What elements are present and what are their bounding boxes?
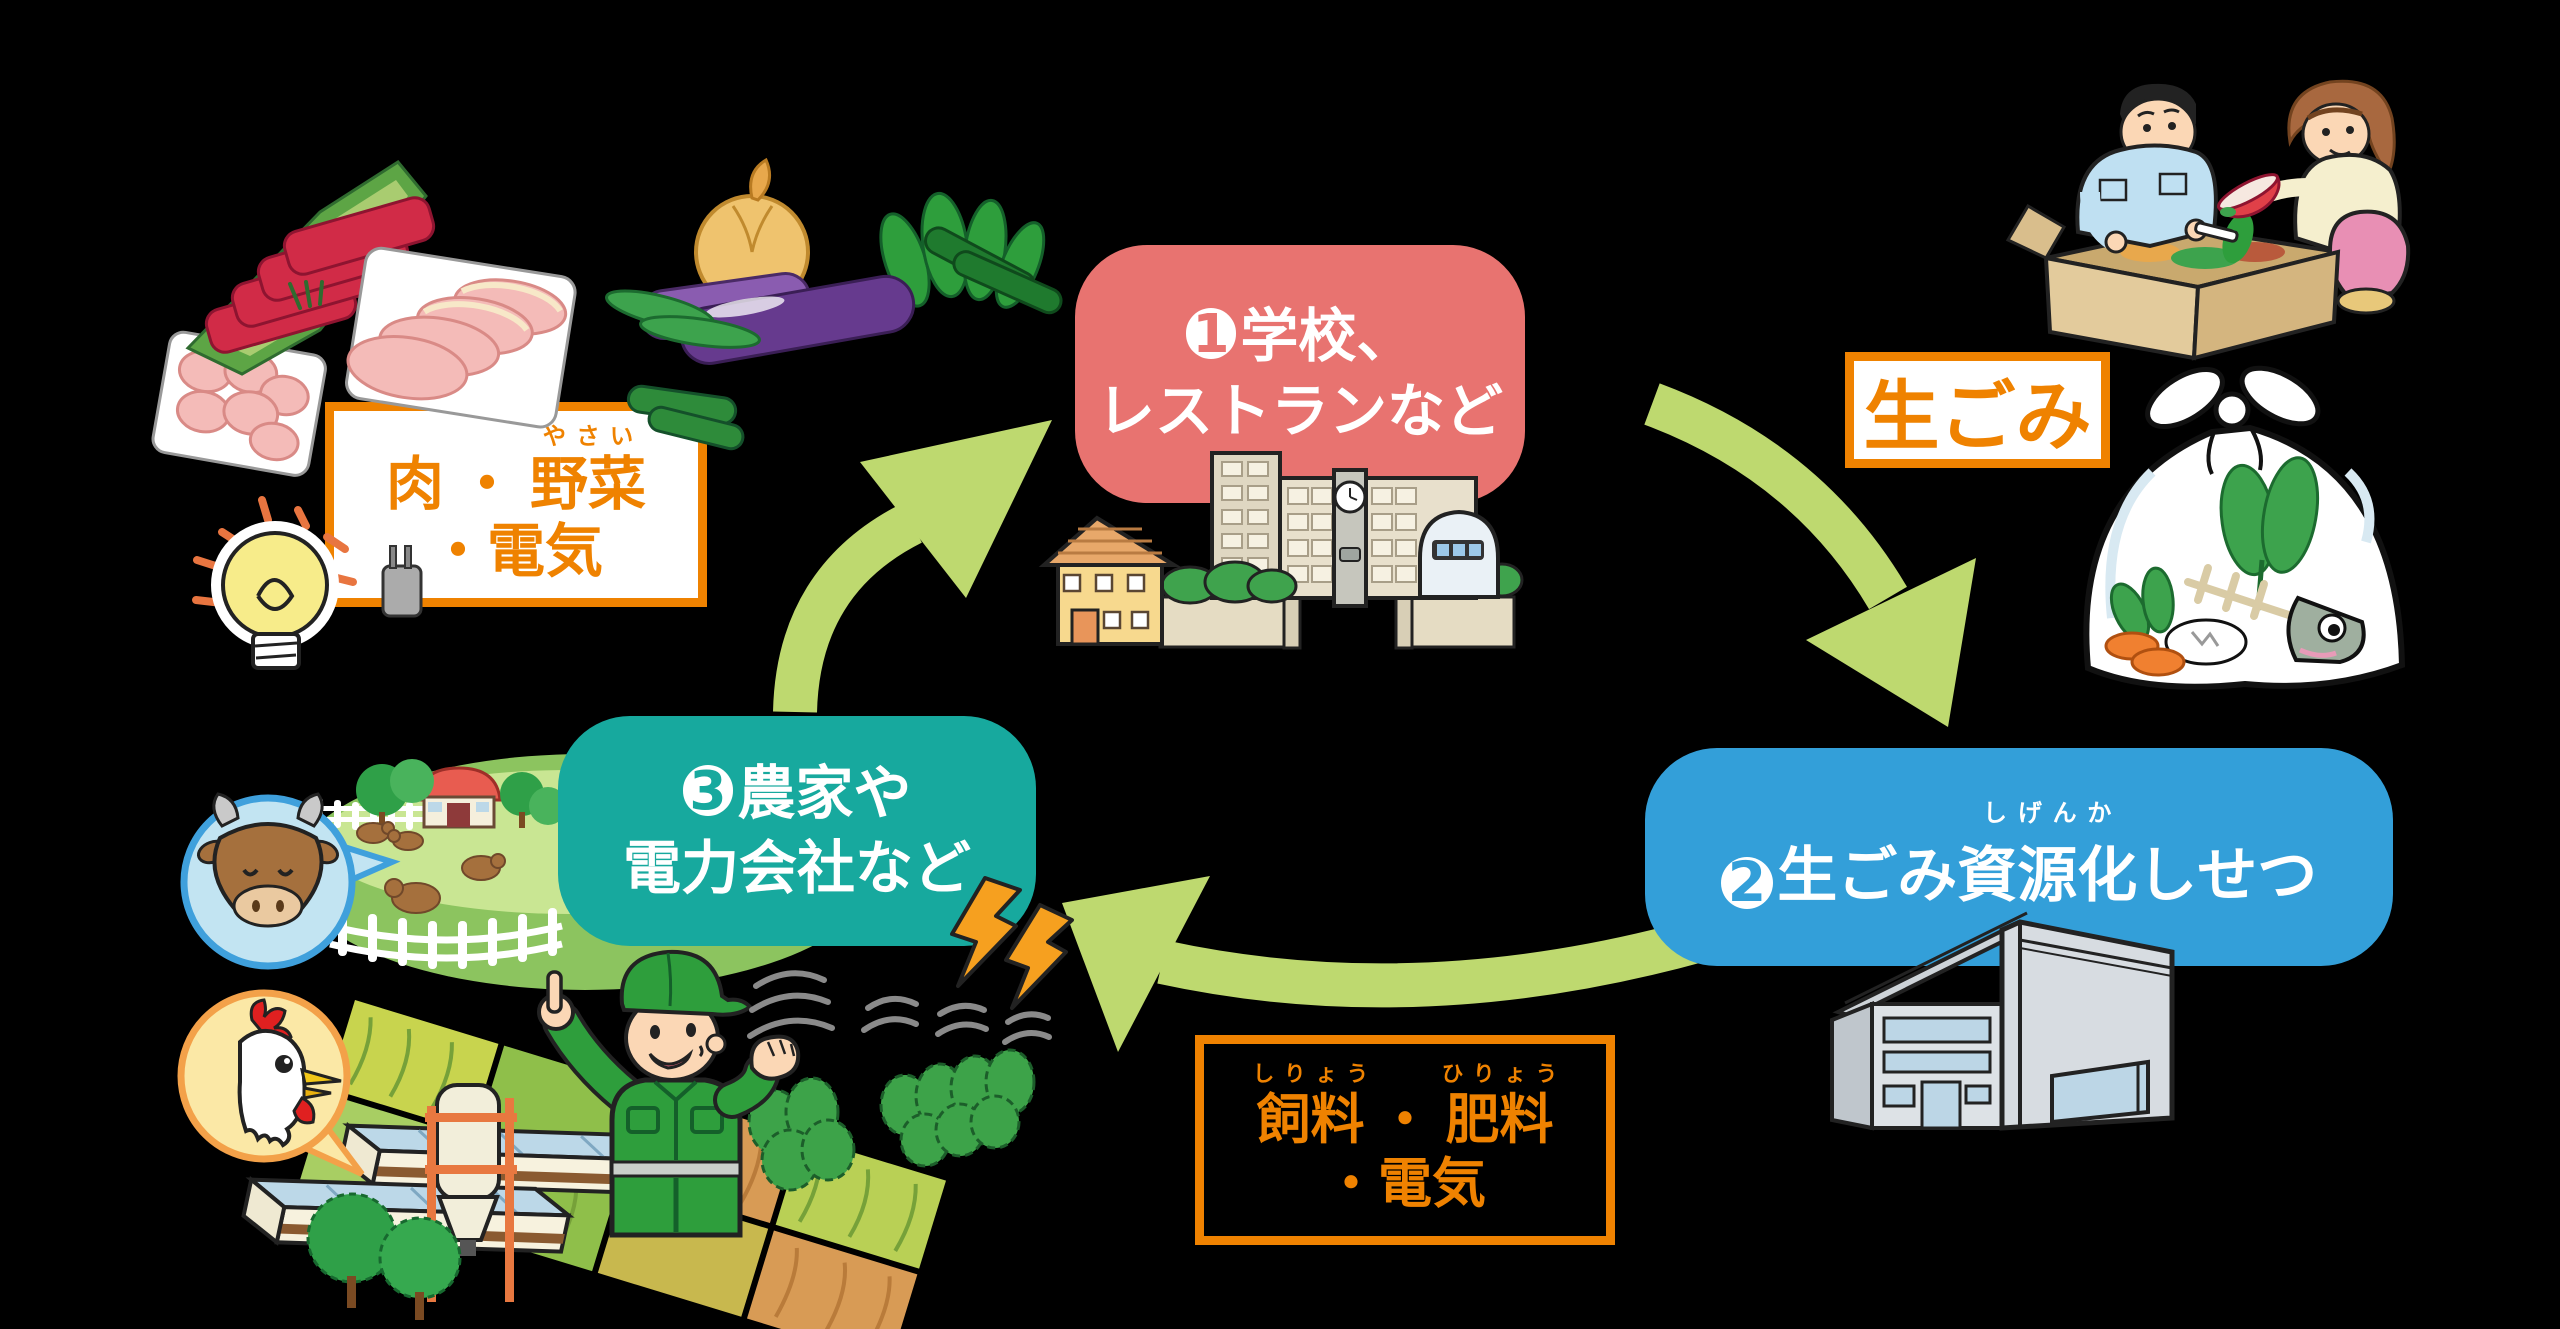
school-label-line2: レストランなど	[1075, 374, 1525, 449]
man-sorting	[2075, 83, 2239, 254]
waste-sorting-people	[2005, 79, 2411, 361]
farmer	[537, 949, 801, 1238]
tea-bushes	[747, 1048, 1036, 1192]
outputs-furigana-1: しりょう	[1252, 1061, 1378, 1087]
facility-label-suffix: しせつ	[2137, 841, 2318, 912]
feed-silo	[425, 1083, 517, 1302]
inputs-meat-text: 肉	[385, 450, 444, 519]
bag-fish-bones	[2184, 564, 2302, 622]
electricity-waves	[747, 970, 1052, 1045]
facility-ruby-base: 資源化	[1957, 841, 2138, 912]
school-label-text2: レストランなど	[1096, 377, 1503, 445]
inputs-electricity-text: ・電気	[428, 516, 603, 585]
label-feed-fertilizer-electricity: しりょう 飼料 ・ ひりょう 肥料 ・電気	[1195, 1035, 1615, 1245]
cows	[356, 821, 506, 914]
cucumbers	[924, 226, 1063, 315]
farm-label-line2: 電力会社など	[558, 831, 1036, 906]
school-label-line1: 1 学校、	[1075, 299, 1525, 374]
farmer-cap	[619, 949, 753, 1017]
node-school-restaurant: 1 学校、 レストランなど	[1075, 245, 1525, 503]
inputs-vegetables-text: 野菜	[530, 450, 647, 519]
chicken-speech-bubble	[177, 989, 365, 1177]
farm-label-line1: 3 農家や	[558, 756, 1036, 831]
eggplant	[679, 274, 916, 365]
cow-speech-bubble	[180, 792, 401, 970]
outputs-ruby-group-2: ひりょう 肥料	[1432, 1061, 1567, 1153]
label-meat-vegetables-electricity: 肉 ・ やさい 野菜 ・電気	[325, 402, 707, 607]
house	[1038, 515, 1182, 646]
red-bowl	[2216, 173, 2281, 219]
bag-leafy-greens	[2109, 456, 2320, 642]
back-fence	[310, 798, 436, 831]
facility-label-line: 2 生ごみ しげんか 資源化 しせつ	[1645, 798, 2393, 915]
facility-ruby-group: しげんか 資源化	[1957, 798, 2138, 915]
label-food-waste: 生ごみ	[1845, 352, 2110, 468]
cow-head	[196, 792, 340, 928]
inputs-furigana: やさい	[542, 423, 644, 451]
leafy-greens	[879, 191, 1046, 309]
node-farm-power-company: 3 農家や 電力会社など	[558, 716, 1036, 946]
facility-furigana: しげんか	[1983, 798, 2123, 827]
outputs-ruby-group-1: しりょう 飼料	[1243, 1061, 1378, 1153]
step-2-badge: 2	[1720, 851, 1774, 915]
inputs-line2: ・電気	[334, 518, 698, 585]
pasture-trees	[356, 759, 567, 828]
step-1-badge: 1	[1185, 302, 1237, 365]
arrow-farm-to-school	[773, 420, 1052, 713]
garbage-bag	[2083, 365, 2406, 690]
school-label-text1: 学校、	[1240, 301, 1415, 370]
inputs-line1: 肉 ・ やさい 野菜	[334, 423, 698, 519]
chicken-head	[237, 998, 342, 1148]
red-meat-on-leaf	[185, 160, 436, 376]
onion	[694, 194, 810, 310]
inputs-dot: ・	[457, 450, 516, 519]
eggplant	[639, 272, 811, 340]
chicken-tray	[151, 330, 327, 477]
barn	[416, 766, 502, 829]
crop-fields	[299, 1000, 946, 1329]
outputs-dot: ・	[1378, 1087, 1432, 1151]
outputs-line1: しりょう 飼料 ・ ひりょう 肥料	[1204, 1061, 1606, 1153]
woman-sorting	[2216, 79, 2411, 315]
inputs-ruby-group: やさい 野菜	[530, 423, 647, 519]
food-waste-text: 生ごみ	[1863, 372, 2092, 461]
bag-fish-head	[2286, 595, 2366, 665]
node-recycling-facility: 2 生ごみ しげんか 資源化 しせつ	[1645, 748, 2393, 966]
facility-label-prefix: 生ごみ	[1777, 841, 1958, 912]
outputs-line2: ・電気	[1204, 1152, 1606, 1217]
farm-label-text2: 電力会社など	[622, 834, 971, 902]
bag-carrots	[2104, 631, 2186, 677]
farm-trees	[306, 1192, 462, 1320]
step-3-badge: 3	[682, 759, 734, 822]
outputs-electricity-text: ・電気	[1324, 1152, 1486, 1216]
outputs-fertilizer-text: 肥料	[1445, 1087, 1554, 1151]
dome-building	[1418, 509, 1500, 599]
front-fence	[329, 908, 563, 969]
farm-label-text1: 農家や	[737, 758, 912, 827]
chicken-houses	[241, 1122, 660, 1254]
arrow-facility-to-farm	[1062, 876, 1706, 1052]
outputs-feed-text: 飼料	[1256, 1087, 1365, 1151]
outputs-furigana-2: ひりょう	[1441, 1061, 1567, 1087]
